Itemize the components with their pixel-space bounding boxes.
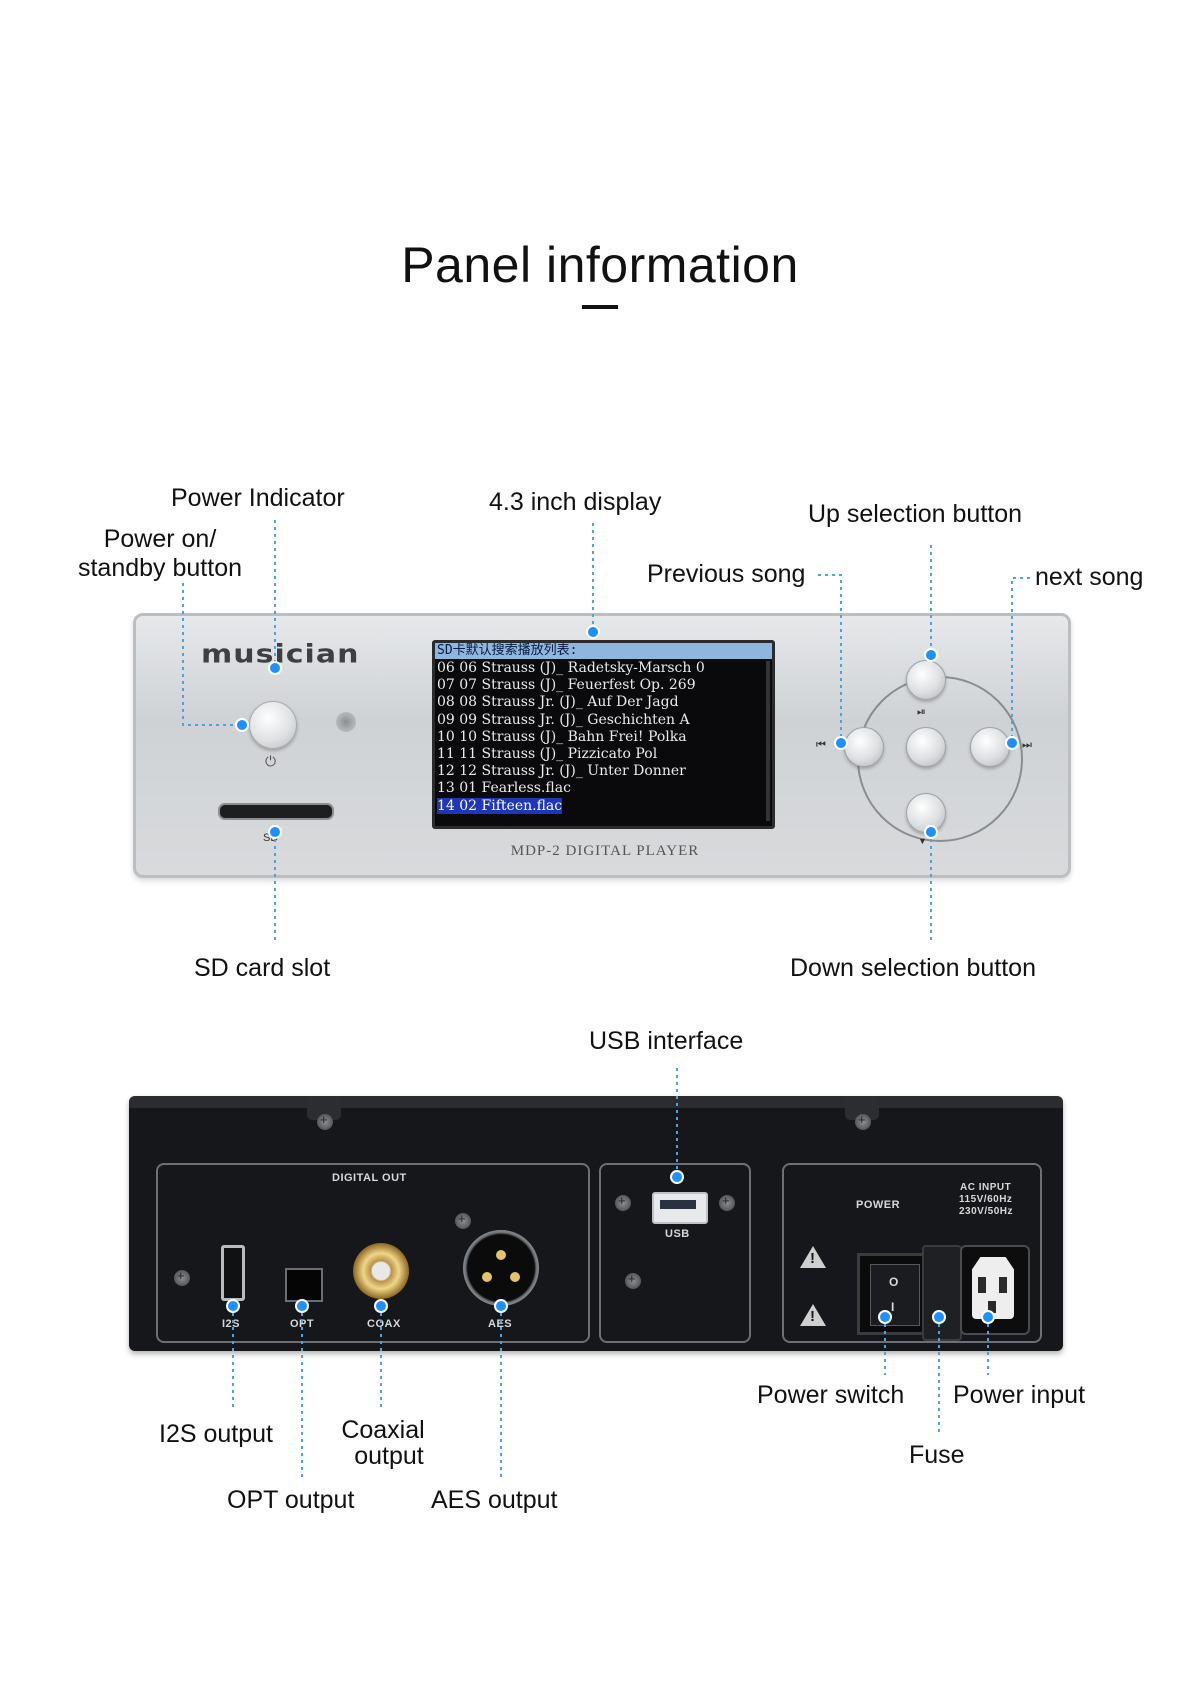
next-icon: ⏭ xyxy=(1022,739,1032,751)
warning-icon xyxy=(800,1246,826,1268)
xlr-pin xyxy=(496,1250,506,1260)
xlr-pin xyxy=(510,1272,520,1282)
aes-port-label: AES xyxy=(488,1318,513,1330)
switch-off-mark: O xyxy=(889,1275,899,1289)
opt-port[interactable] xyxy=(285,1268,323,1302)
power-label: POWER xyxy=(856,1199,901,1211)
playlist-row-selected[interactable]: 14 02 Fifteen.flac xyxy=(437,797,763,815)
playlist-row[interactable]: 12 12 Strauss Jr. (J)_ Unter Donner xyxy=(437,763,686,780)
i2s-port-label: I2S xyxy=(222,1318,241,1330)
screw-icon xyxy=(455,1211,471,1229)
iec-pin xyxy=(988,1301,996,1313)
previous-song-button[interactable] xyxy=(844,727,884,767)
aes-port[interactable] xyxy=(463,1230,539,1306)
playlist-row[interactable]: 10 10 Strauss (J)_ Bahn Frei! Polka xyxy=(437,728,687,745)
playlist-row[interactable]: 07 07 Strauss (J)_ Feuerfest Op. 269 xyxy=(437,677,696,694)
rear-panel-top-edge xyxy=(129,1096,1063,1108)
next-song-button[interactable] xyxy=(970,727,1010,767)
screw-icon xyxy=(625,1271,641,1289)
coax-port[interactable] xyxy=(353,1243,409,1299)
label-coax-line2: output xyxy=(354,1442,424,1470)
usb-port-label: USB xyxy=(665,1228,690,1240)
label-down-button: Down selection button xyxy=(790,954,1036,982)
label-power-switch: Power switch xyxy=(757,1381,905,1409)
power-frame xyxy=(782,1163,1042,1343)
label-opt-output: OPT output xyxy=(227,1486,355,1514)
previous-icon: ⏮ xyxy=(816,739,826,751)
voltage-label-2: 230V/50Hz xyxy=(959,1206,1013,1217)
label-usb-interface: USB interface xyxy=(589,1027,744,1055)
selected-row-text: 14 02 Fifteen.flac xyxy=(437,797,563,814)
title-underline xyxy=(582,305,618,309)
switch-on-mark: I xyxy=(891,1300,895,1314)
playlist: 06 06 Strauss (J)_ Radetsky-Marsch 0 07 … xyxy=(437,660,763,815)
display-screen: SD卡默认搜索播放列表: 06 06 Strauss (J)_ Radetsky… xyxy=(432,640,775,829)
playlist-row[interactable]: 09 09 Strauss Jr. (J)_ Geschichten A xyxy=(437,711,690,728)
warning-icon xyxy=(800,1304,826,1326)
playlist-row[interactable]: 11 11 Strauss (J)_ Pizzicato Pol xyxy=(437,745,658,762)
digital-out-frame xyxy=(156,1163,590,1343)
label-power-indicator: Power Indicator xyxy=(171,484,345,512)
voltage-label-1: 115V/60Hz xyxy=(959,1194,1013,1205)
usb-frame xyxy=(599,1163,751,1343)
label-sd-slot: SD card slot xyxy=(194,954,331,982)
label-power-input: Power input xyxy=(953,1381,1086,1409)
down-arrow-icon: ▼ xyxy=(918,836,927,846)
screw-icon xyxy=(174,1268,190,1286)
iec-pin xyxy=(999,1277,1007,1293)
coax-port-label: COAX xyxy=(367,1318,401,1330)
xlr-pin xyxy=(482,1272,492,1282)
label-fuse: Fuse xyxy=(909,1441,965,1469)
power-standby-button[interactable] xyxy=(249,701,297,749)
label-power-button-line1: Power on/ xyxy=(103,525,217,553)
i2s-port[interactable] xyxy=(221,1245,245,1301)
screw-icon xyxy=(615,1193,631,1211)
sd-card-slot[interactable] xyxy=(218,803,334,820)
screw-icon xyxy=(719,1193,735,1211)
ac-input-label: AC INPUT xyxy=(960,1182,1012,1193)
label-up-button: Up selection button xyxy=(808,500,1023,528)
up-selection-button[interactable] xyxy=(906,660,946,700)
power-switch-rocker xyxy=(870,1264,920,1326)
screw-icon xyxy=(317,1112,333,1130)
ir-receiver-grille xyxy=(336,712,356,732)
usb-port-slot xyxy=(660,1200,696,1209)
model-name: MDP-2 DIGITAL PLAYER xyxy=(510,843,700,859)
opt-port-label: OPT xyxy=(290,1318,315,1330)
screw-icon xyxy=(855,1112,871,1130)
power-icon: ⏻ xyxy=(265,753,277,769)
label-power-button-line2: standby button xyxy=(77,554,242,582)
page-title: Panel information xyxy=(401,237,799,293)
screen-scrollbar xyxy=(766,661,770,821)
playlist-row[interactable]: 13 01 Fearless.flac xyxy=(437,780,571,797)
screen-header: SD卡默认搜索播放列表: xyxy=(435,643,772,659)
down-selection-button[interactable] xyxy=(906,793,946,833)
play-pause-icon: ⏯ xyxy=(917,706,926,718)
playlist-row[interactable]: 08 08 Strauss Jr. (J)_ Auf Der Jagd xyxy=(437,694,679,711)
label-next-song: next song xyxy=(1035,563,1144,591)
playlist-row[interactable]: 06 06 Strauss (J)_ Radetsky-Marsch 0 xyxy=(437,660,705,676)
play-pause-button[interactable] xyxy=(906,727,946,767)
iec-pin xyxy=(978,1277,986,1293)
label-coax-line1: Coaxial xyxy=(341,1416,425,1444)
sd-slot-label: SD xyxy=(263,832,279,844)
fuse-holder[interactable] xyxy=(922,1245,962,1341)
label-previous-song: Previous song xyxy=(647,560,806,588)
label-aes-output: AES output xyxy=(431,1486,558,1514)
brand-logo: musician xyxy=(201,639,360,670)
label-i2s-output: I2S output xyxy=(159,1420,273,1448)
digital-out-label: DIGITAL OUT xyxy=(326,1172,413,1184)
label-display: 4.3 inch display xyxy=(489,488,662,516)
